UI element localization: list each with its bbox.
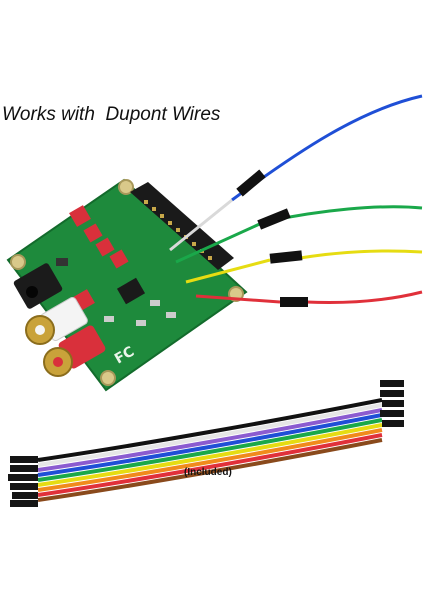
included-caption: (Included) xyxy=(184,467,232,478)
dupont-wire-red xyxy=(195,290,423,307)
dupont-wire-blue xyxy=(169,94,423,252)
dupont-wire-yellow xyxy=(185,249,423,284)
dupont-wire-bundle xyxy=(8,380,404,507)
dupont-wire-green xyxy=(175,205,423,264)
audio-jack-icon xyxy=(13,263,63,309)
rca-jack-icon xyxy=(25,296,106,377)
headline: Works with Dupont Wires xyxy=(2,104,221,125)
